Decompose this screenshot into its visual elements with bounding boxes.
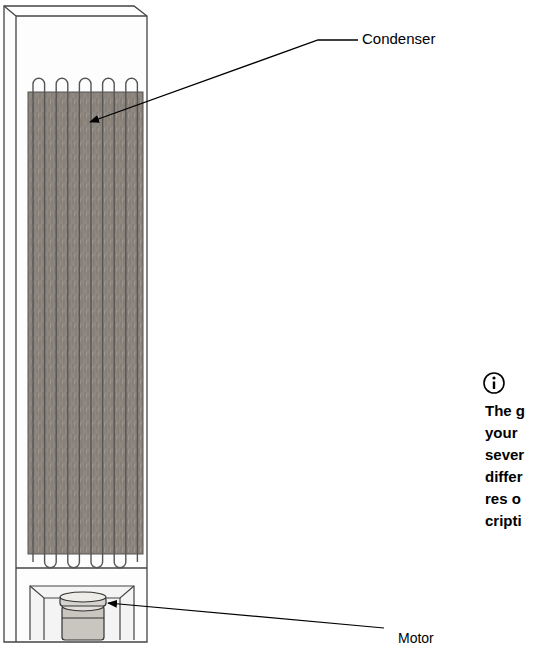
part-label: Motor [398,630,434,647]
condenser-coil [33,78,137,568]
note-text: The g your sever differ res o cripti [485,400,545,532]
coil-tube [33,78,137,568]
motor-drawing [60,592,106,640]
info-icon [484,373,504,393]
leader-line [108,603,384,628]
part-label: Condenser [362,30,435,48]
compressor-bay [30,586,134,640]
leader-line [90,40,358,122]
cabinet-outline [4,6,147,642]
